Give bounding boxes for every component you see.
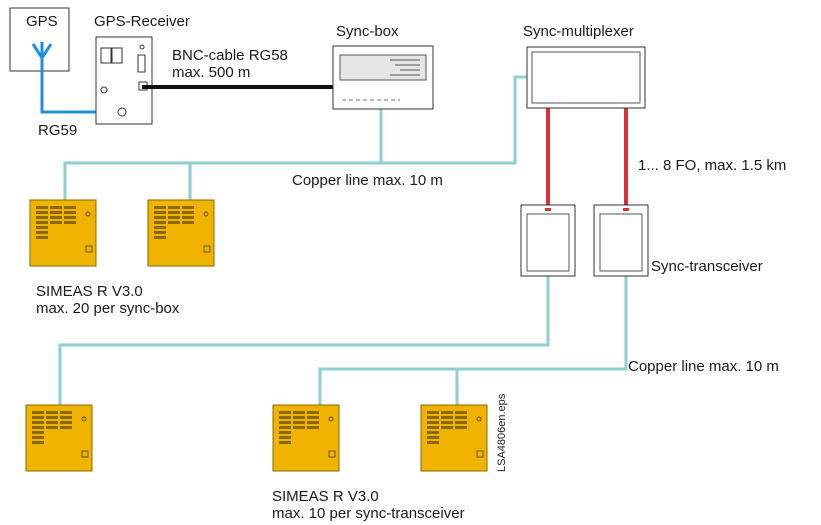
copper-line-label-top: Copper line max. 10 m bbox=[292, 172, 443, 189]
gps-cable-rg59 bbox=[40, 110, 119, 114]
copper-line-bottom-right bbox=[318, 276, 628, 405]
sync-box-device bbox=[332, 45, 434, 110]
simeas-device-5 bbox=[420, 404, 488, 472]
file-id-label: LSA4806en.eps bbox=[496, 393, 508, 472]
sync-transceiver-2 bbox=[593, 204, 649, 277]
copper-line-top bbox=[63, 75, 527, 200]
bnc-max-label: max. 500 m bbox=[172, 64, 251, 81]
gps-box bbox=[9, 7, 70, 72]
simeas-group-2-title: SIMEAS R V3.0 bbox=[272, 488, 379, 505]
simeas-group-2-subtitle: max. 10 per sync-transceiver bbox=[272, 505, 465, 522]
rg59-label: RG59 bbox=[38, 122, 78, 139]
sync-multiplexer-label: Sync-multiplexer bbox=[523, 23, 634, 40]
simeas-group-1-subtitle: max. 20 per sync-box bbox=[36, 300, 180, 317]
gps-label: GPS bbox=[26, 13, 58, 30]
fiber-optic-lines bbox=[546, 108, 628, 205]
gps-receiver-label: GPS-Receiver bbox=[94, 13, 190, 30]
simeas-device-4 bbox=[272, 404, 340, 472]
simeas-device-3 bbox=[25, 404, 93, 472]
sync-transceiver-label: Sync-transceiver bbox=[651, 258, 763, 275]
simeas-device-1 bbox=[29, 199, 97, 267]
gps-receiver-device bbox=[95, 36, 153, 125]
sync-transceiver-1 bbox=[520, 204, 576, 277]
bnc-cable-label: BNC-cable RG58 bbox=[172, 47, 288, 64]
simeas-group-1-title: SIMEAS R V3.0 bbox=[36, 283, 143, 300]
sync-multiplexer-device bbox=[526, 46, 646, 109]
copper-line-bottom-left bbox=[58, 276, 550, 405]
copper-line-label-bottom: Copper line max. 10 m bbox=[628, 358, 779, 375]
antenna-icon bbox=[31, 42, 53, 112]
sync-box-label: Sync-box bbox=[336, 23, 399, 40]
fiber-optic-label: 1... 8 FO, max. 1.5 km bbox=[638, 157, 787, 174]
simeas-device-2 bbox=[147, 199, 215, 267]
